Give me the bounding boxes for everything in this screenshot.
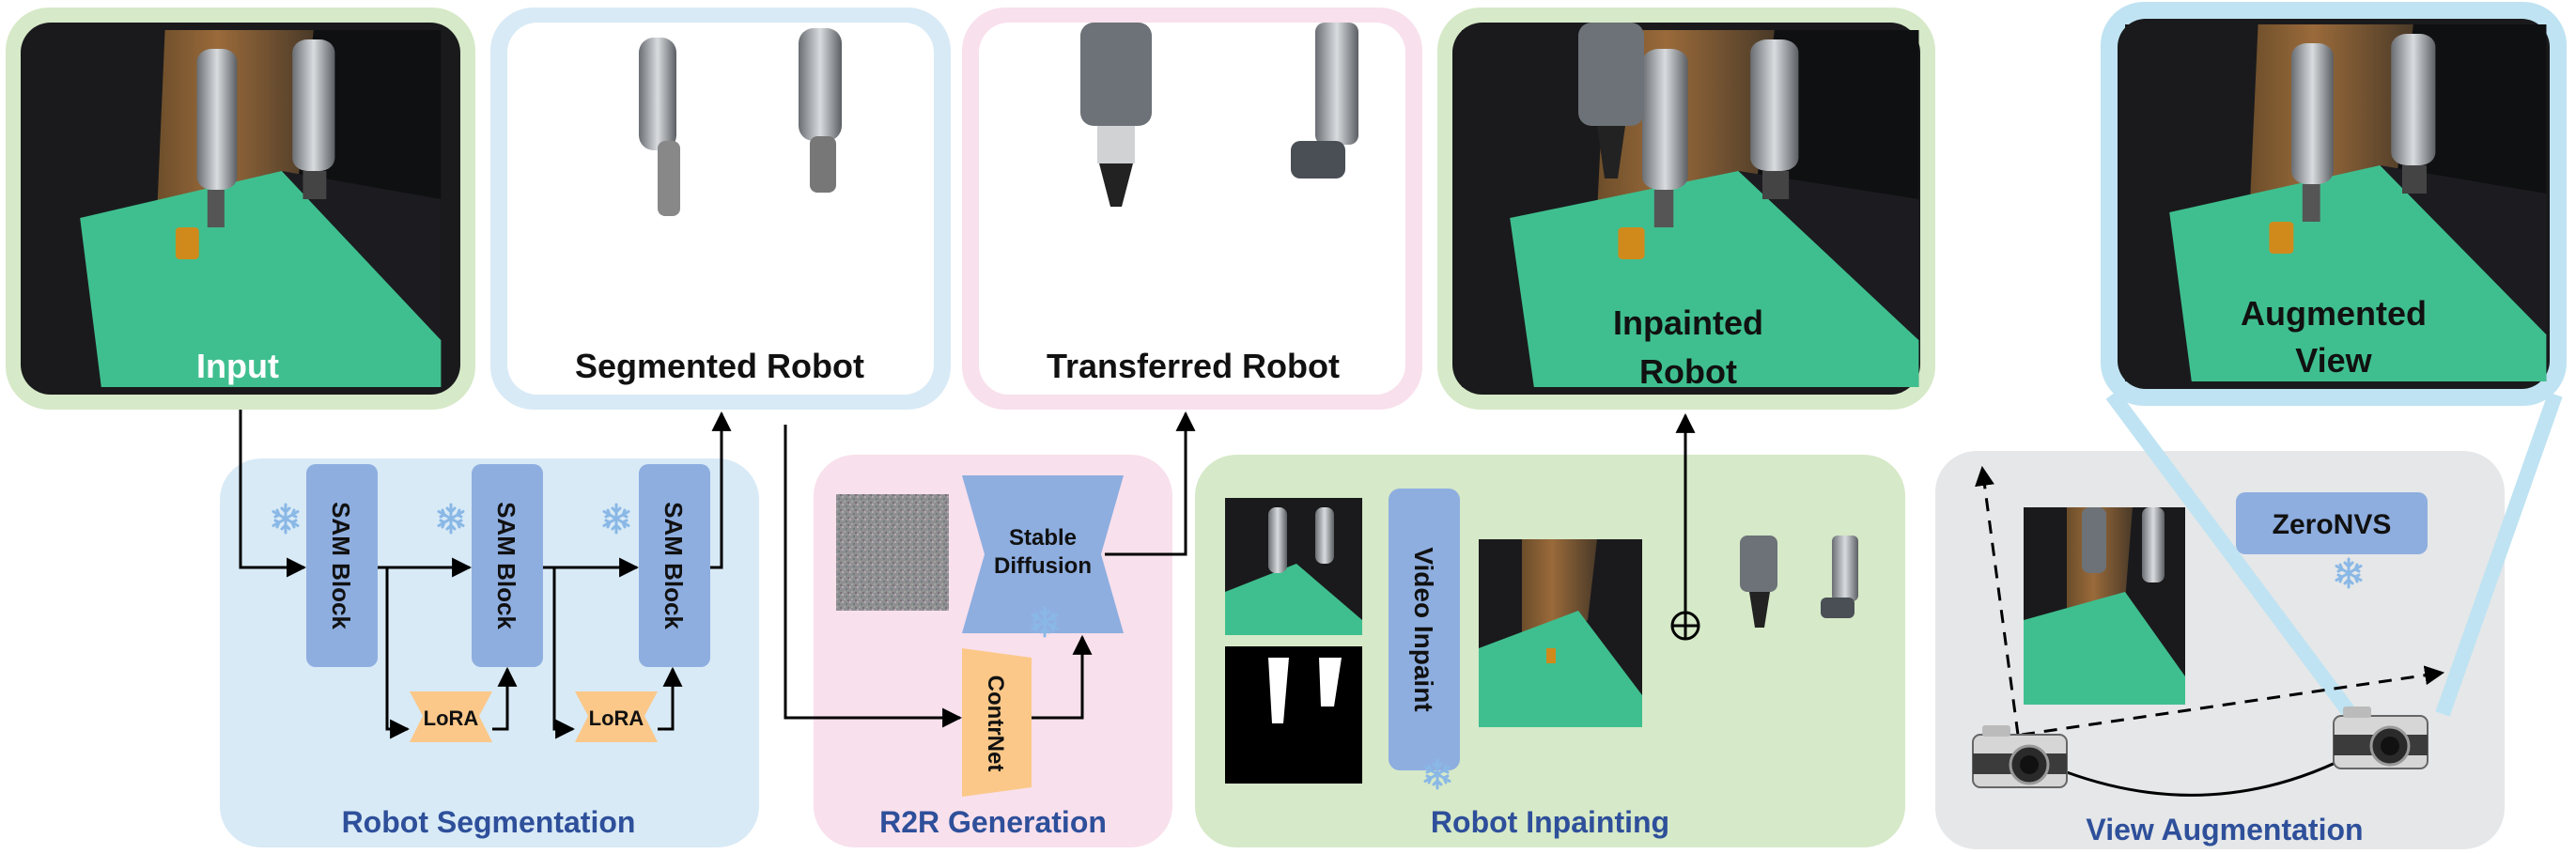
augmented-label-line1: Augmented (2241, 294, 2427, 333)
stable-diffusion-label-line2: Diffusion (994, 553, 1092, 579)
sam-block-2: SAM Block (472, 464, 543, 667)
noise-image (836, 494, 949, 611)
transferred-robot-label: Transferred Robot (1047, 347, 1340, 385)
segmented-robot-label: Segmented Robot (575, 347, 864, 385)
transferred-robot-panel: Transferred Robot (962, 8, 1422, 410)
stable-diffusion-label-line1: Stable (1009, 525, 1077, 551)
input-panel: Input (6, 8, 475, 410)
video-inpaint-block: Video Inpaint (1389, 489, 1460, 770)
camera-icon (2332, 705, 2429, 770)
controlnet-block: ContrNet (962, 648, 1032, 797)
masked-frame-image (1225, 498, 1362, 635)
lora-2-label: LoRA (589, 706, 644, 730)
sam-block-3-label: SAM Block (660, 502, 688, 629)
lora-block-1: LoRA (410, 691, 492, 742)
robot-segmentation-title: Robot Segmentation (342, 805, 636, 839)
view-augmentation-stage: ZeroNVS View Augmentation (1935, 390, 2563, 849)
robot-segmentation-stage: SAM Block SAM Block SAM Block LoRA LoRA (220, 410, 759, 847)
lora-1-label: LoRA (424, 706, 479, 730)
plus-circle-icon (1670, 611, 1700, 641)
lora-block-2: LoRA (575, 691, 658, 742)
transferred-robot-thumbnail (1740, 536, 1858, 628)
segmented-robot-panel: Segmented Robot (490, 8, 951, 410)
sam-block-1: SAM Block (306, 464, 378, 667)
mask-image (1225, 646, 1362, 784)
inpainted-robot-panel: Inpainted Robot (1437, 8, 1935, 410)
r2r-generation-stage: Stable Diffusion ContrNet R2R Generation (784, 411, 1196, 847)
camera-icon (1971, 723, 2069, 789)
robot-inpainting-title: Robot Inpainting (1431, 805, 1669, 839)
inpainted-label-line1: Inpainted (1613, 303, 1763, 342)
robot-inpainting-stage: Video Inpaint Robot Inpainting (1195, 412, 1905, 847)
sam-block-2-label: SAM Block (492, 502, 520, 629)
inpainted-background-image (1479, 539, 1642, 727)
augmented-label-line2: View (2295, 341, 2372, 380)
r2r-generation-title: R2R Generation (879, 805, 1107, 839)
zeronvs-label: ZeroNVS (2273, 509, 2392, 540)
augmented-view-panel: Augmented View (2101, 2, 2567, 406)
sam-block-1-label: SAM Block (327, 502, 355, 629)
controlnet-label: ContrNet (983, 675, 1008, 772)
inpainted-label-line2: Robot (1639, 352, 1737, 391)
stable-diffusion-block: Stable Diffusion (962, 475, 1124, 633)
video-inpaint-label: Video Inpaint (1409, 547, 1438, 711)
input-label: Input (196, 347, 279, 385)
zeronvs-block: ZeroNVS (2236, 492, 2428, 554)
view-augmentation-title: View Augmentation (2086, 813, 2363, 846)
view-image (2024, 507, 2185, 705)
sam-block-3: SAM Block (639, 464, 710, 667)
